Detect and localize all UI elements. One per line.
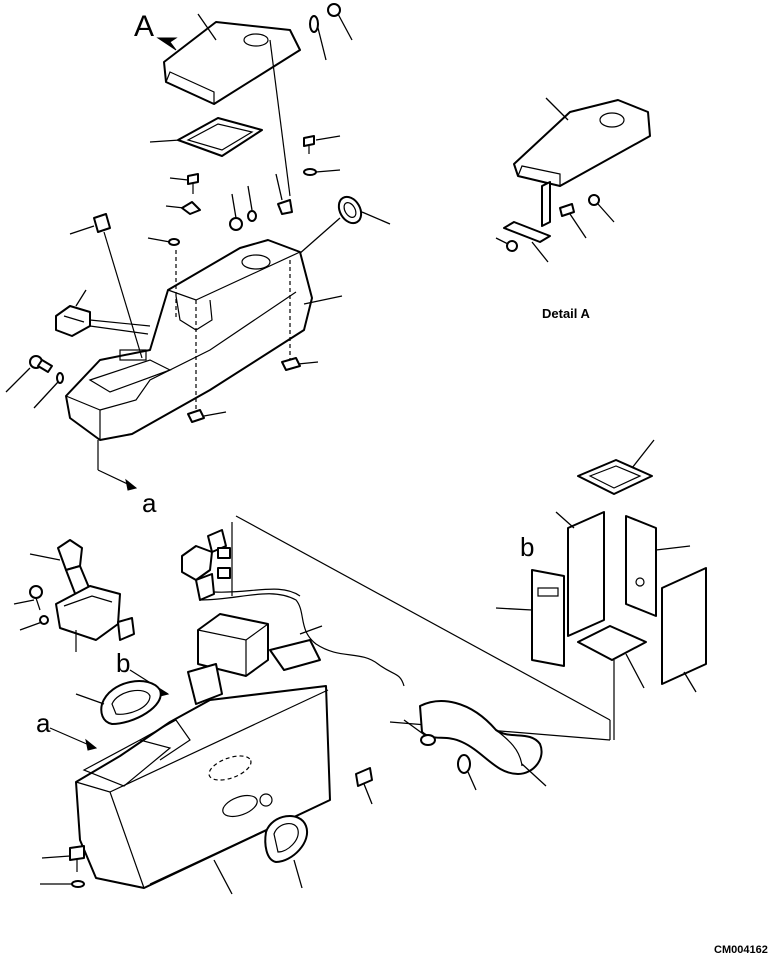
shift-lever (13, 539, 135, 652)
nut-washer-group (229, 39, 293, 231)
clip-part (93, 213, 111, 233)
drawing-code: CM004162 (714, 944, 768, 956)
panel-back-left (567, 511, 605, 637)
bolt-top-right (309, 3, 353, 61)
duct-hose (419, 700, 543, 775)
panel-front-left (531, 569, 565, 667)
panel-back-right (625, 515, 657, 617)
ref-b-label: b (116, 648, 130, 678)
bottom-left-bolt (69, 845, 85, 861)
switch-block (55, 305, 91, 337)
bottom-bolt-right (281, 357, 301, 371)
bottom-bolt-left (187, 409, 205, 423)
rubber-ring-left (100, 680, 162, 725)
console-duct-box (197, 613, 269, 677)
panel-set: b (495, 439, 707, 740)
upper-console-body (65, 239, 313, 441)
panel-floor (577, 625, 647, 661)
view-arrow-icon (156, 37, 178, 51)
view-a-label: A (134, 10, 154, 43)
front-bolt (5, 355, 64, 409)
hose-clamp (420, 734, 436, 746)
detail-a-caption: Detail A (542, 306, 591, 321)
bolt-left (147, 173, 201, 246)
hose-grommet (457, 754, 471, 774)
grommet-ring (337, 195, 363, 225)
detail-a-view: Detail A (495, 97, 651, 321)
ref-a-label: a (36, 708, 51, 738)
upper-console-assembly: A (5, 3, 391, 518)
detail-strap (503, 221, 551, 243)
armrest-cover (163, 21, 301, 105)
rubber-ring-bottom (264, 814, 309, 863)
lower-console-assembly: b a (13, 515, 611, 895)
ref-b-panels-label: b (520, 532, 534, 562)
console-side-bolt (355, 767, 373, 787)
detail-armrest-cover (513, 99, 651, 187)
cushion-pad (177, 117, 263, 157)
wire-harness (181, 522, 405, 687)
ref-a-upper-label: a (142, 488, 157, 518)
bolt-middle (303, 135, 341, 176)
top-seal-frame (577, 459, 653, 495)
lower-console-body (75, 685, 331, 889)
detail-bracket (541, 181, 551, 227)
panel-right (661, 567, 707, 685)
